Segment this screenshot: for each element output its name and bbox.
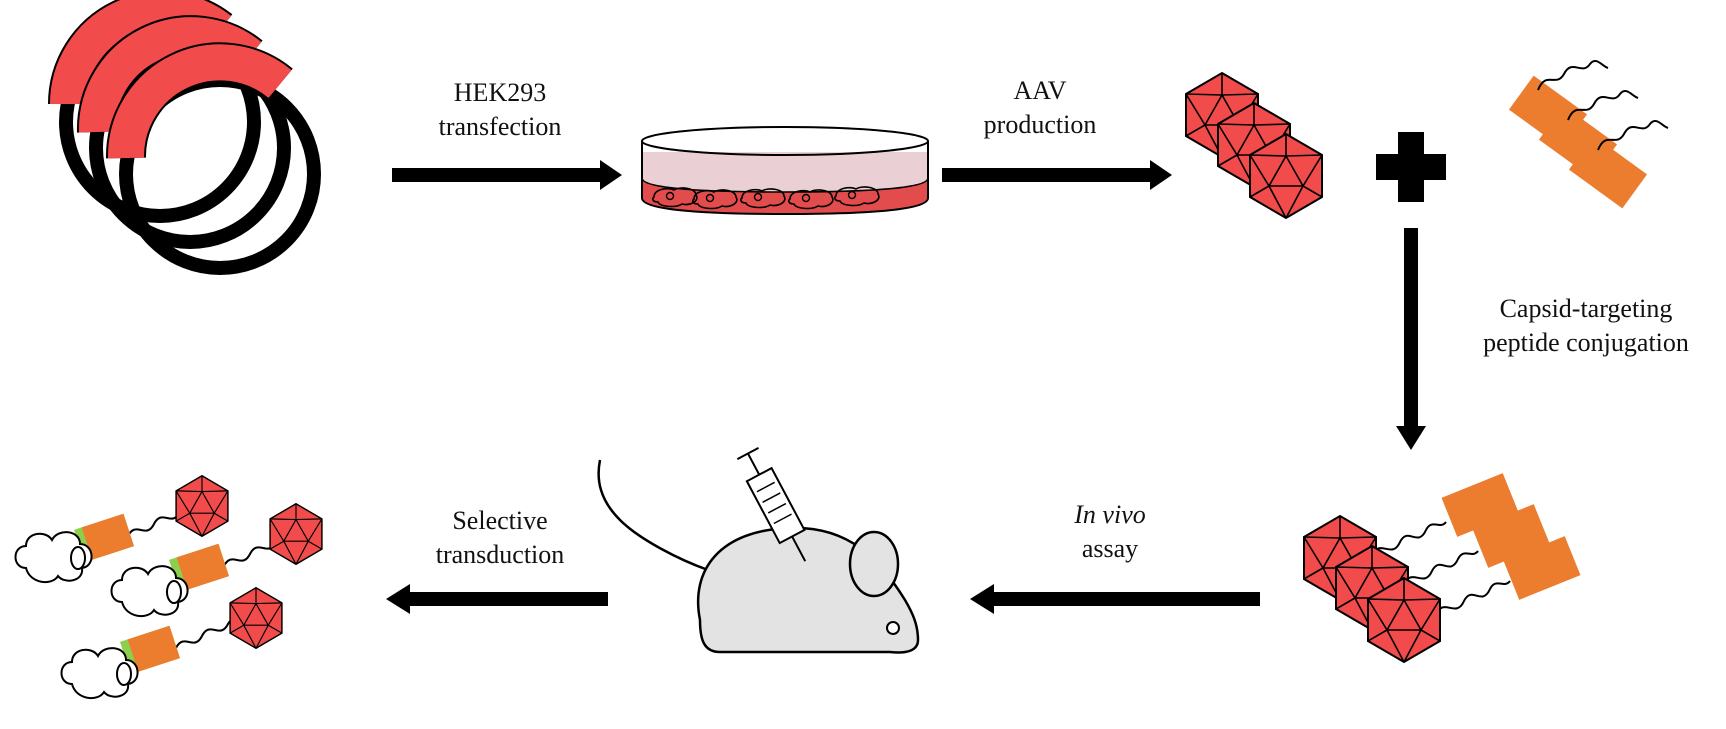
mouse-icon [597,459,920,654]
label-production: AAV production [940,74,1140,142]
label-production-line1: AAV [1013,76,1067,105]
plus-icon [1376,132,1446,202]
label-transduction: Selective transduction [400,504,600,572]
label-assay-line2: assay [1081,534,1139,563]
label-transduction-line1: Selective [452,506,548,535]
arrow-assay [970,584,1260,614]
label-transduction-line2: transduction [435,540,565,569]
petri-dish-icon [641,126,929,216]
peptide-icon [1508,59,1669,209]
syringe-icon [736,446,807,562]
label-production-line2: production [983,110,1097,139]
label-assay: In vivo assay [1010,498,1210,566]
label-transfection-line2: transfection [438,112,562,141]
label-conjugation-line1: Capsid-targeting [1499,294,1673,323]
conjugated-aav-icon [1303,473,1581,663]
label-transfection: HEK293 transfection [390,76,610,144]
arrow-production [942,160,1172,190]
arrow-transfection [392,160,622,190]
aav-capsid-icon [1185,72,1323,219]
label-conjugation-line2: peptide conjugation [1483,328,1689,357]
transduced-cell-icon [14,475,323,700]
label-conjugation: Capsid-targeting peptide conjugation [1460,292,1712,360]
label-assay-line1: In vivo [1074,500,1146,529]
arrow-conjugation [1396,228,1426,450]
arrow-transduction [386,584,608,614]
plasmid-icon [48,0,321,275]
label-transfection-line1: HEK293 [453,78,547,107]
